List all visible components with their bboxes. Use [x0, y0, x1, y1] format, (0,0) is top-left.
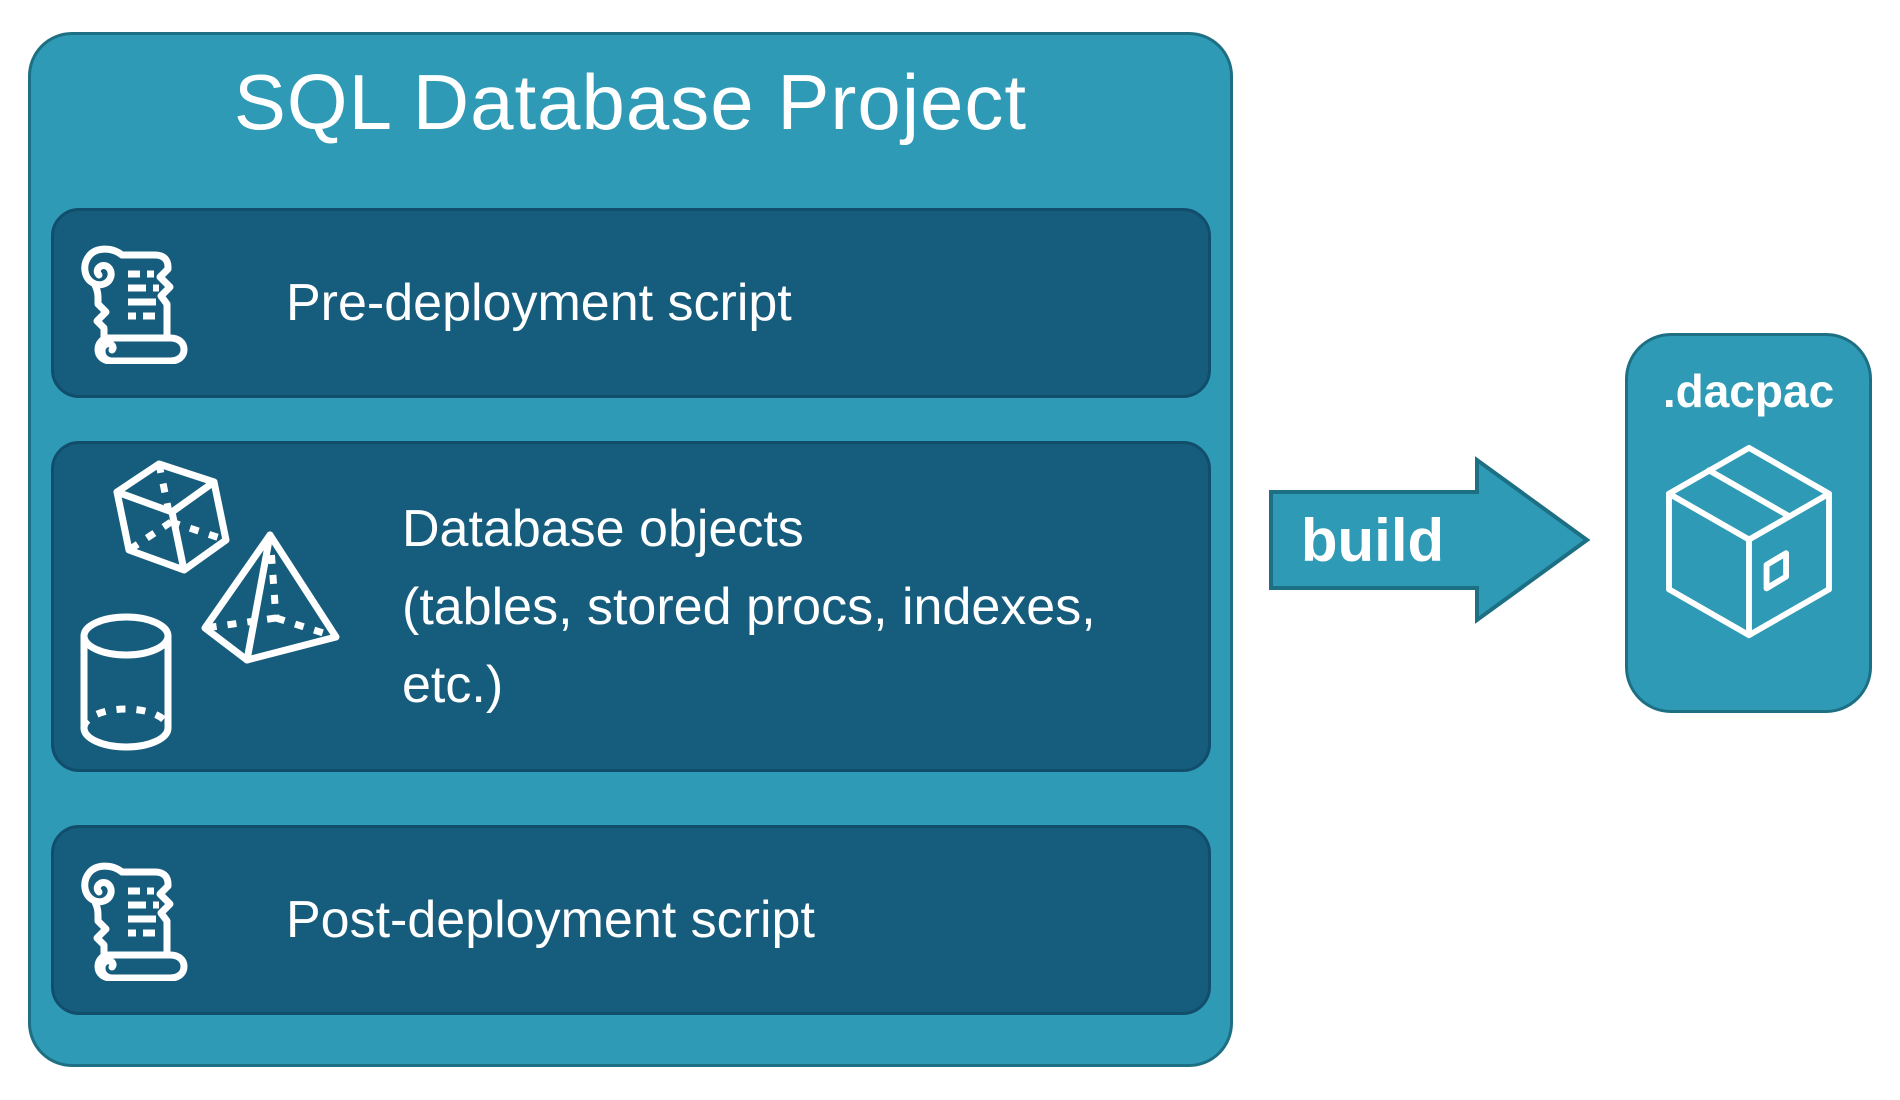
database-objects-line2: (tables, stored procs, indexes, etc.) [402, 577, 1096, 714]
sql-database-project-box: SQL Database Project Pre-deployment scri… [28, 32, 1233, 1067]
dacpac-box: .dacpac [1625, 333, 1872, 713]
build-arrow-label: build [1300, 506, 1445, 574]
pre-deployment-label: Pre-deployment script [286, 274, 792, 332]
build-arrow [1269, 456, 1591, 624]
package-icon [1665, 444, 1832, 639]
database-objects-line1: Database objects [402, 499, 804, 558]
post-deployment-row: Post-deployment script [51, 825, 1211, 1015]
scroll-icon [81, 862, 188, 981]
post-deployment-label: Post-deployment script [286, 891, 815, 949]
dacpac-label: .dacpac [1662, 365, 1835, 417]
cylinder-shape [80, 613, 172, 750]
pre-deployment-row: Pre-deployment script [51, 208, 1211, 398]
scroll-icon [81, 245, 188, 364]
cuboid-shape [113, 460, 230, 573]
database-objects-label: Database objects (tables, stored procs, … [402, 490, 1208, 724]
database-objects-icon [80, 460, 340, 750]
database-objects-row: Database objects (tables, stored procs, … [51, 441, 1211, 772]
pyramid-shape [201, 531, 340, 663]
project-title: SQL Database Project [233, 58, 1028, 146]
